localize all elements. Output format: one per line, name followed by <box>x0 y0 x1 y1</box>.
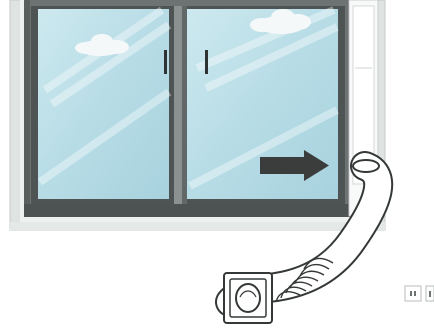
window-sill <box>10 204 385 230</box>
right-window-sash <box>181 6 345 204</box>
wall-outlet-icon <box>404 285 434 302</box>
window-handle-icon <box>205 50 208 74</box>
window-mullion <box>174 6 187 204</box>
window-handle-icon <box>164 50 167 74</box>
cloud-icon <box>250 9 311 34</box>
left-window-sash <box>31 6 175 204</box>
window-adapter-icon <box>223 272 273 324</box>
cloud-icon <box>75 34 129 56</box>
arrow-right-icon <box>260 150 329 181</box>
